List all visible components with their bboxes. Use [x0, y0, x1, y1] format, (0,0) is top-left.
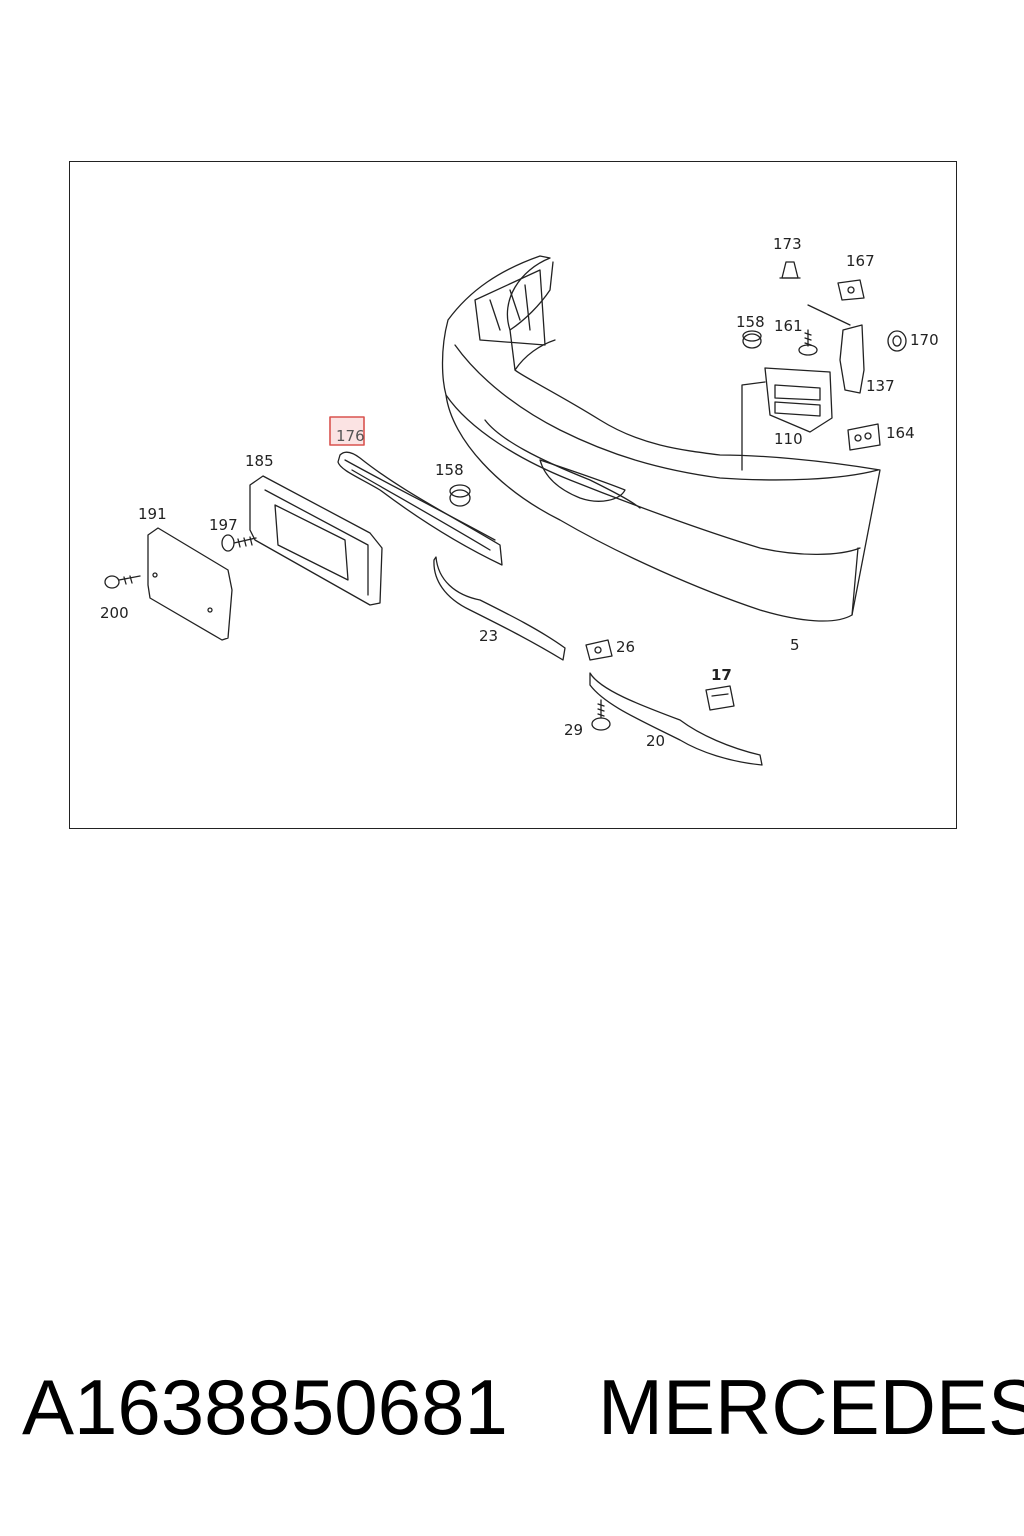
- grille-176: [337, 451, 503, 566]
- callout-137: 137: [866, 377, 895, 395]
- plate-base-191: [147, 527, 233, 641]
- bracket-137: [807, 304, 865, 394]
- clip-167: [837, 279, 865, 301]
- callout-labels: 173 167 158 161 170 137 110 164 176 185 …: [100, 235, 939, 750]
- callout-17: 17: [711, 666, 732, 684]
- callout-23: 23: [479, 627, 498, 645]
- callout-170: 170: [910, 331, 939, 349]
- callout-158-middle: 158: [435, 461, 464, 479]
- callout-161: 161: [774, 317, 803, 335]
- grommet-170: [887, 330, 907, 352]
- trim-strip-20: [589, 672, 763, 766]
- highlight-box: [329, 416, 365, 446]
- clip-26: [585, 639, 613, 661]
- screw-161: [798, 329, 818, 356]
- callout-191: 191: [138, 505, 167, 523]
- callout-167: 167: [846, 252, 875, 270]
- trim-strip-23: [433, 556, 566, 661]
- diagram-frame: [69, 161, 957, 829]
- callout-173: 173: [773, 235, 802, 253]
- callout-20: 20: [646, 732, 665, 750]
- bumper-cover: [441, 255, 881, 622]
- license-bracket-185: [249, 475, 383, 606]
- screw-29: [591, 699, 611, 731]
- callout-26: 26: [616, 638, 635, 656]
- brand-name: MERCEDES: [598, 1363, 1024, 1451]
- screw-197: [221, 534, 257, 552]
- nut-158-middle: [449, 484, 471, 507]
- bracket-110: [741, 367, 833, 471]
- callout-176: 176: [336, 427, 365, 445]
- callout-200: 200: [100, 604, 129, 622]
- nut-158-top: [742, 330, 762, 349]
- callout-158-top: 158: [736, 313, 765, 331]
- fastener-173: [779, 261, 801, 279]
- callout-29: 29: [564, 721, 583, 739]
- part-number: A1638850681: [22, 1363, 508, 1451]
- callout-110: 110: [774, 430, 803, 448]
- callout-5: 5: [790, 636, 800, 654]
- callout-197: 197: [209, 516, 238, 534]
- clip-164: [847, 423, 881, 451]
- callout-185: 185: [245, 452, 274, 470]
- callout-164: 164: [886, 424, 915, 442]
- screw-200: [104, 575, 141, 589]
- clip-17: [705, 685, 735, 711]
